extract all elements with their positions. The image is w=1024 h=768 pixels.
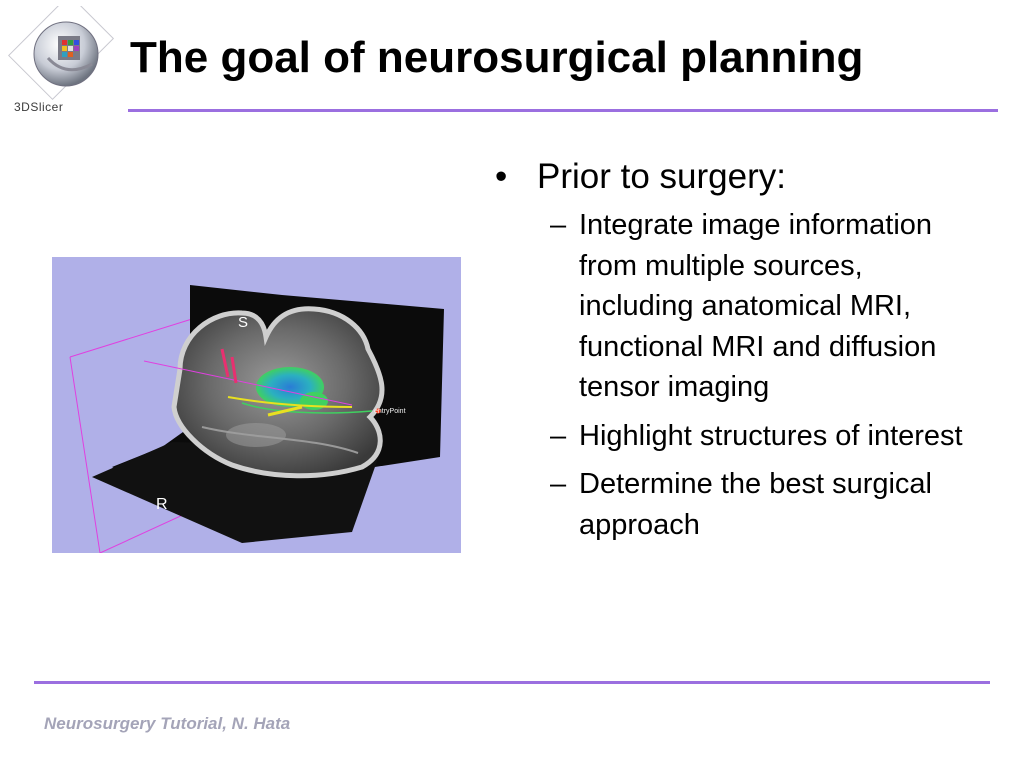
footer-divider <box>34 681 990 684</box>
sub-bullet-text: Determine the best surgical approach <box>579 468 932 541</box>
footer-text: Neurosurgery Tutorial, N. Hata <box>44 714 291 733</box>
sub-bullet-text: Highlight structures of interest <box>579 419 963 452</box>
entry-point-label: entryPoint <box>374 408 406 415</box>
title-divider <box>128 109 998 112</box>
brain-mri-3d-render: S R entryPoint <box>52 257 461 553</box>
bullet-item: • Prior to surgery: <box>495 155 995 199</box>
logo-text: 3DSlicer <box>14 100 64 114</box>
sub-bullet-item: – Integrate image information from multi… <box>550 205 970 408</box>
bullet-list: • Prior to surgery: – Integrate image in… <box>495 155 995 553</box>
bullet-marker: • <box>495 157 508 196</box>
bullet-text: Prior to surgery: <box>537 157 786 196</box>
sub-bullet-item: – Determine the best surgical approach <box>550 464 970 545</box>
3dslicer-logo-icon <box>8 6 115 101</box>
sub-bullet-marker: – <box>550 419 567 452</box>
slide-title: The goal of neurosurgical planning <box>130 33 864 82</box>
sub-bullet-text: Integrate image information from multipl… <box>579 209 937 403</box>
sub-bullet-marker: – <box>550 209 567 241</box>
sub-bullet-item: – Highlight structures of interest <box>550 416 970 457</box>
axis-label-s: S <box>238 314 248 331</box>
sub-bullet-marker: – <box>550 468 567 500</box>
axis-label-r: R <box>156 496 168 513</box>
